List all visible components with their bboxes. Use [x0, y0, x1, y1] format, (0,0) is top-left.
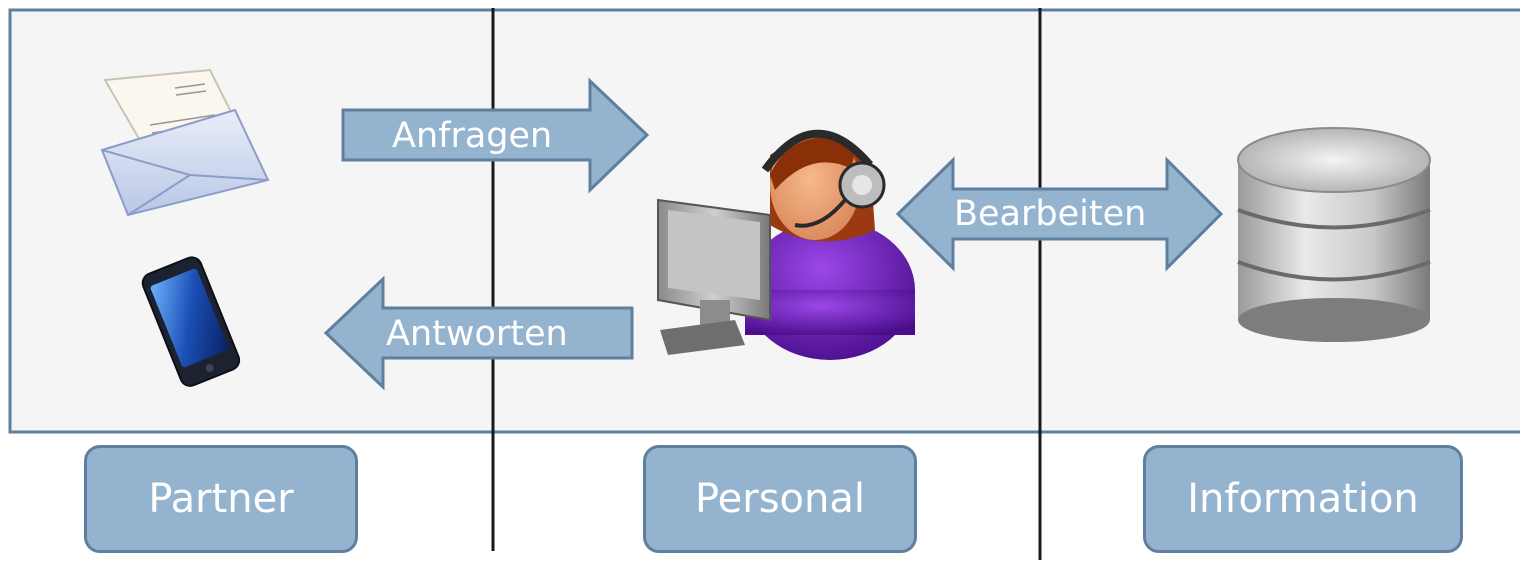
request-arrow-label: Anfragen [392, 116, 553, 156]
request-arrow [341, 77, 650, 194]
reply-arrow-label: Antworten [386, 314, 568, 354]
reply-arrow [323, 275, 634, 391]
call-center-agent-icon [657, 129, 915, 360]
database-icon [1237, 127, 1431, 342]
smartphone-icon [141, 256, 241, 387]
zone-label-partner: Partner [84, 445, 358, 553]
process-arrow [895, 156, 1224, 272]
process-arrow-label: Bearbeiten [954, 194, 1147, 234]
letter-envelope-icon [100, 68, 270, 217]
zone-label-information: Information [1143, 445, 1463, 553]
zone-label-staff: Personal [643, 445, 917, 553]
